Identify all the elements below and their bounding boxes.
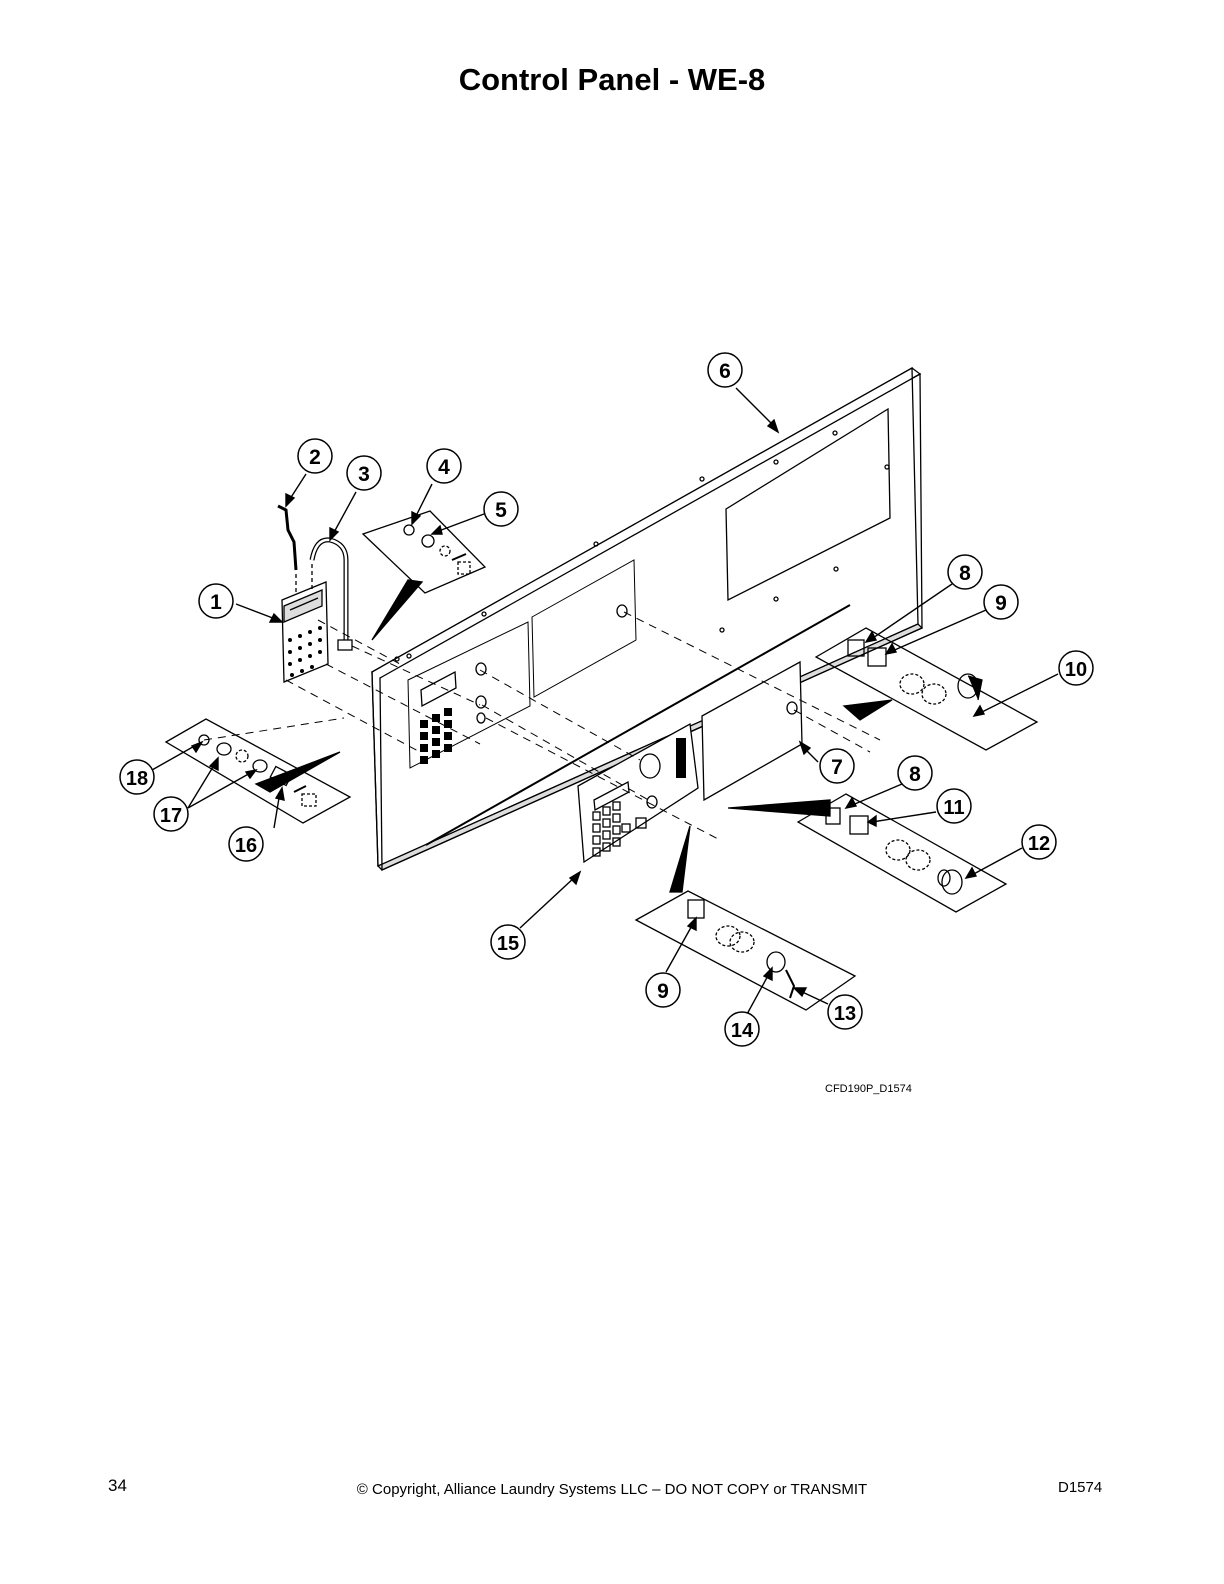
hardware-plate-8-11-12 bbox=[727, 793, 1008, 913]
callout-label: 15 bbox=[497, 933, 519, 955]
callout-9b: 9 bbox=[645, 972, 681, 1008]
callout-12: 12 bbox=[1021, 824, 1057, 860]
callout-2: 2 bbox=[297, 438, 333, 474]
callout-1: 1 bbox=[198, 583, 234, 619]
callout-13: 13 bbox=[827, 994, 863, 1030]
callout-5: 5 bbox=[483, 491, 519, 527]
callout-label: 8 bbox=[959, 562, 971, 585]
leader-arrows bbox=[151, 387, 1059, 1017]
callout-label: 7 bbox=[831, 756, 843, 779]
panel-keypad bbox=[420, 670, 457, 764]
hardware-plate-8-9-10 bbox=[814, 627, 1039, 751]
keypad-keys bbox=[420, 708, 452, 764]
callout-17: 17 bbox=[153, 796, 189, 832]
page-title: Control Panel - WE-8 bbox=[458, 62, 766, 97]
callout-label: 17 bbox=[160, 805, 182, 827]
callout-3: 3 bbox=[346, 455, 382, 491]
panel-holes bbox=[394, 430, 890, 724]
callout-label: 13 bbox=[834, 1003, 856, 1025]
callout-9a: 9 bbox=[983, 584, 1019, 620]
callout-label: 3 bbox=[358, 463, 370, 486]
callout-label: 14 bbox=[731, 1020, 754, 1042]
callout-label: 12 bbox=[1028, 833, 1050, 855]
explosion-lines bbox=[203, 611, 881, 841]
control-overlay bbox=[577, 722, 699, 864]
callout-label: 10 bbox=[1065, 659, 1087, 681]
hardware-plate-9-13-14 bbox=[634, 825, 857, 1011]
hardware-plate-16-17-18 bbox=[164, 718, 352, 824]
callout-label: 4 bbox=[438, 456, 450, 479]
panel-window bbox=[725, 407, 891, 602]
page-number: 34 bbox=[108, 1476, 127, 1495]
panel-center-recess bbox=[531, 559, 637, 698]
callout-balloons: 1 2 3 4 5 6 7 8 9 10 8 11 12 15 9 13 14 … bbox=[119, 352, 1094, 1047]
callout-label: 9 bbox=[995, 592, 1007, 615]
callout-10: 10 bbox=[1058, 650, 1094, 686]
panel-left-recess bbox=[407, 621, 531, 769]
callout-label: 1 bbox=[210, 591, 222, 614]
callout-8b: 8 bbox=[897, 755, 933, 791]
callout-label: 18 bbox=[126, 768, 148, 790]
callout-label: 6 bbox=[719, 360, 731, 383]
document-id: D1574 bbox=[1058, 1479, 1103, 1496]
callout-4: 4 bbox=[426, 448, 462, 484]
ribbon-cable bbox=[277, 504, 298, 592]
callout-15: 15 bbox=[490, 924, 526, 960]
callout-6: 6 bbox=[707, 352, 743, 388]
control-board bbox=[281, 581, 329, 683]
callout-label: 5 bbox=[495, 499, 507, 522]
callout-7: 7 bbox=[819, 748, 855, 784]
figure-code: CFD190P_D1574 bbox=[825, 1083, 912, 1095]
callout-16: 16 bbox=[228, 826, 264, 862]
hardware-plate-4-5 bbox=[361, 510, 487, 641]
callout-label: 8 bbox=[909, 763, 921, 786]
board-components bbox=[288, 626, 322, 677]
copyright-notice: © Copyright, Alliance Laundry Systems LL… bbox=[356, 1481, 868, 1498]
callout-label: 2 bbox=[309, 446, 321, 469]
callout-11: 11 bbox=[936, 788, 972, 824]
callout-label: 11 bbox=[943, 797, 964, 819]
callout-14: 14 bbox=[724, 1011, 760, 1047]
callout-18: 18 bbox=[119, 759, 155, 795]
overlay-keys bbox=[592, 801, 621, 857]
callout-8a: 8 bbox=[947, 554, 983, 590]
callout-label: 9 bbox=[657, 980, 669, 1003]
callout-label: 16 bbox=[235, 835, 257, 857]
